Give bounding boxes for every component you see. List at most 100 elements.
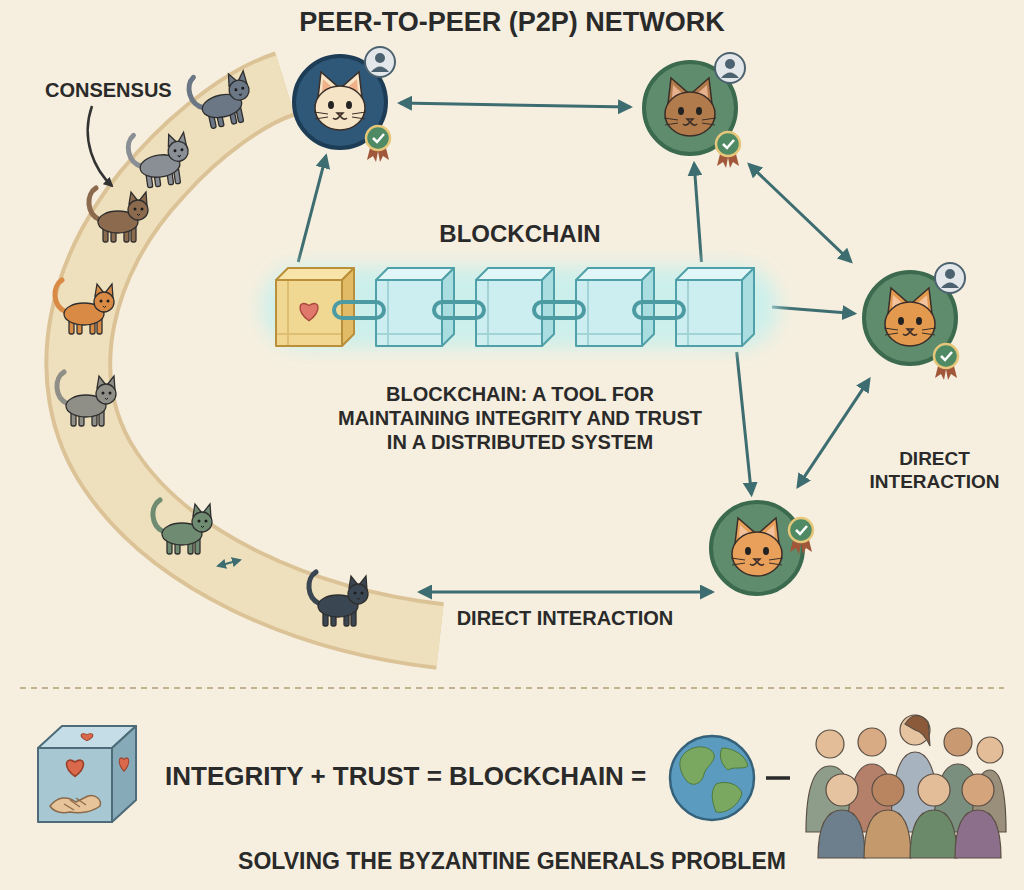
chain-description: BLOCKCHAIN: A TOOL FOR MAINTAINING INTEG… (330, 382, 710, 454)
block-cube-part (442, 268, 454, 346)
user-badge-part (375, 53, 385, 63)
globe-icon (670, 736, 754, 820)
block-cube-part (276, 280, 342, 346)
connector-arrow (694, 164, 701, 262)
diagram-caption: SOLVING THE BYZANTINE GENERALS PROBLEM (0, 848, 1024, 876)
section-divider (20, 687, 1004, 689)
peer-node (290, 52, 390, 152)
connector-arrow (737, 352, 752, 494)
block-cube-part (742, 268, 754, 346)
cat-avatar-part (696, 107, 702, 115)
user-badge-part (715, 53, 745, 83)
equation-text: INTEGRITY + TRUST = BLOCKCHAIN = (165, 761, 646, 792)
people-group (806, 715, 1006, 858)
peer-circle (290, 52, 390, 152)
block-cube (276, 268, 354, 346)
people-group-part (818, 810, 865, 858)
consensus-path (78, 84, 440, 636)
cat-avatar-part (678, 107, 684, 115)
verified-ribbon-part (723, 140, 734, 148)
walking-cats-part (55, 280, 114, 334)
user-badge-part (365, 47, 395, 77)
walking-cats-part (187, 67, 256, 132)
small-interaction-arrows-part (218, 560, 240, 566)
block-cube-part (376, 280, 442, 346)
consensus-leader (88, 106, 112, 186)
walking-cats-part (153, 500, 212, 554)
verified-ribbon (716, 132, 740, 168)
user-badge (365, 47, 395, 77)
chain-heading: BLOCKCHAIN (268, 220, 772, 249)
consensus-path-part (78, 84, 440, 636)
globe-icon-part (712, 782, 742, 812)
trust-cube-icon-part (50, 796, 100, 813)
verified-ribbon-part (716, 132, 740, 156)
connector-arrow (749, 165, 850, 262)
cat-avatar-part (884, 328, 936, 335)
consensus-path-part (78, 84, 440, 636)
user-badge (935, 263, 965, 293)
peer-circle (707, 498, 807, 598)
block-cube-part (276, 280, 342, 346)
block-cube-part (576, 280, 642, 346)
block-cube-part (576, 268, 654, 280)
cat-avatar-part (687, 119, 693, 122)
peer-node (707, 498, 807, 598)
cat-avatar (884, 288, 936, 346)
walking-cats-part (57, 372, 116, 426)
block-cube (476, 268, 554, 346)
block-cube-part (376, 268, 454, 280)
block-cube-part (642, 268, 654, 346)
block-cube-part (476, 268, 554, 280)
block-cube-part (476, 280, 542, 346)
cat-avatar (664, 78, 716, 136)
trust-cube-icon-part (38, 748, 112, 822)
cat-avatar-part (337, 113, 343, 116)
cat-avatar-part (903, 332, 917, 335)
connector-arrow (298, 156, 326, 262)
trust-cube-icon-part (112, 726, 136, 822)
trust-cube-icon-part (64, 798, 86, 810)
cat-avatar-part (328, 101, 334, 109)
people-group-part (955, 810, 1001, 858)
cat-avatar (314, 72, 366, 130)
block-cube-part (676, 280, 742, 346)
block-cube (576, 268, 654, 346)
globe-icon-part (680, 747, 714, 784)
cat-avatar-part (898, 317, 904, 325)
block-cube-part (476, 280, 542, 346)
block-cube-part (376, 280, 442, 346)
people-group-part (858, 728, 886, 756)
walking-cats-part (309, 572, 368, 626)
cat-avatar-part (346, 101, 352, 109)
cat-avatar-part (665, 92, 715, 136)
user-badge-part (371, 67, 389, 73)
interaction-label: DIRECT INTERACTION (445, 606, 685, 630)
people-group-part (816, 730, 844, 758)
user-badge-part (725, 59, 735, 69)
walking-cats-part (126, 128, 192, 190)
user-badge-part (941, 283, 959, 289)
walking-cats (55, 67, 368, 626)
people-group-part (918, 774, 950, 806)
chain-graphic (268, 262, 772, 352)
cat-avatar-part (763, 547, 769, 555)
verified-ribbon-part (366, 126, 390, 150)
connector-arrow (798, 380, 869, 487)
verified-ribbon-part (934, 344, 958, 368)
globe-icon-part (670, 736, 754, 820)
chain-link (634, 302, 684, 318)
people-group-part (900, 715, 930, 745)
cat-avatar-part (750, 562, 764, 565)
peer-circle (640, 58, 740, 158)
user-badge-part (945, 269, 955, 279)
small-interaction-arrows (218, 560, 240, 566)
cat-avatar-part (754, 559, 760, 562)
cat-avatar-part (916, 317, 922, 325)
consensus-label: CONSENSUS (45, 78, 172, 102)
cat-interaction-arrow (420, 591, 712, 594)
cat-avatar-part (885, 302, 935, 346)
people-group-part (962, 774, 994, 806)
chain-link (534, 302, 584, 318)
